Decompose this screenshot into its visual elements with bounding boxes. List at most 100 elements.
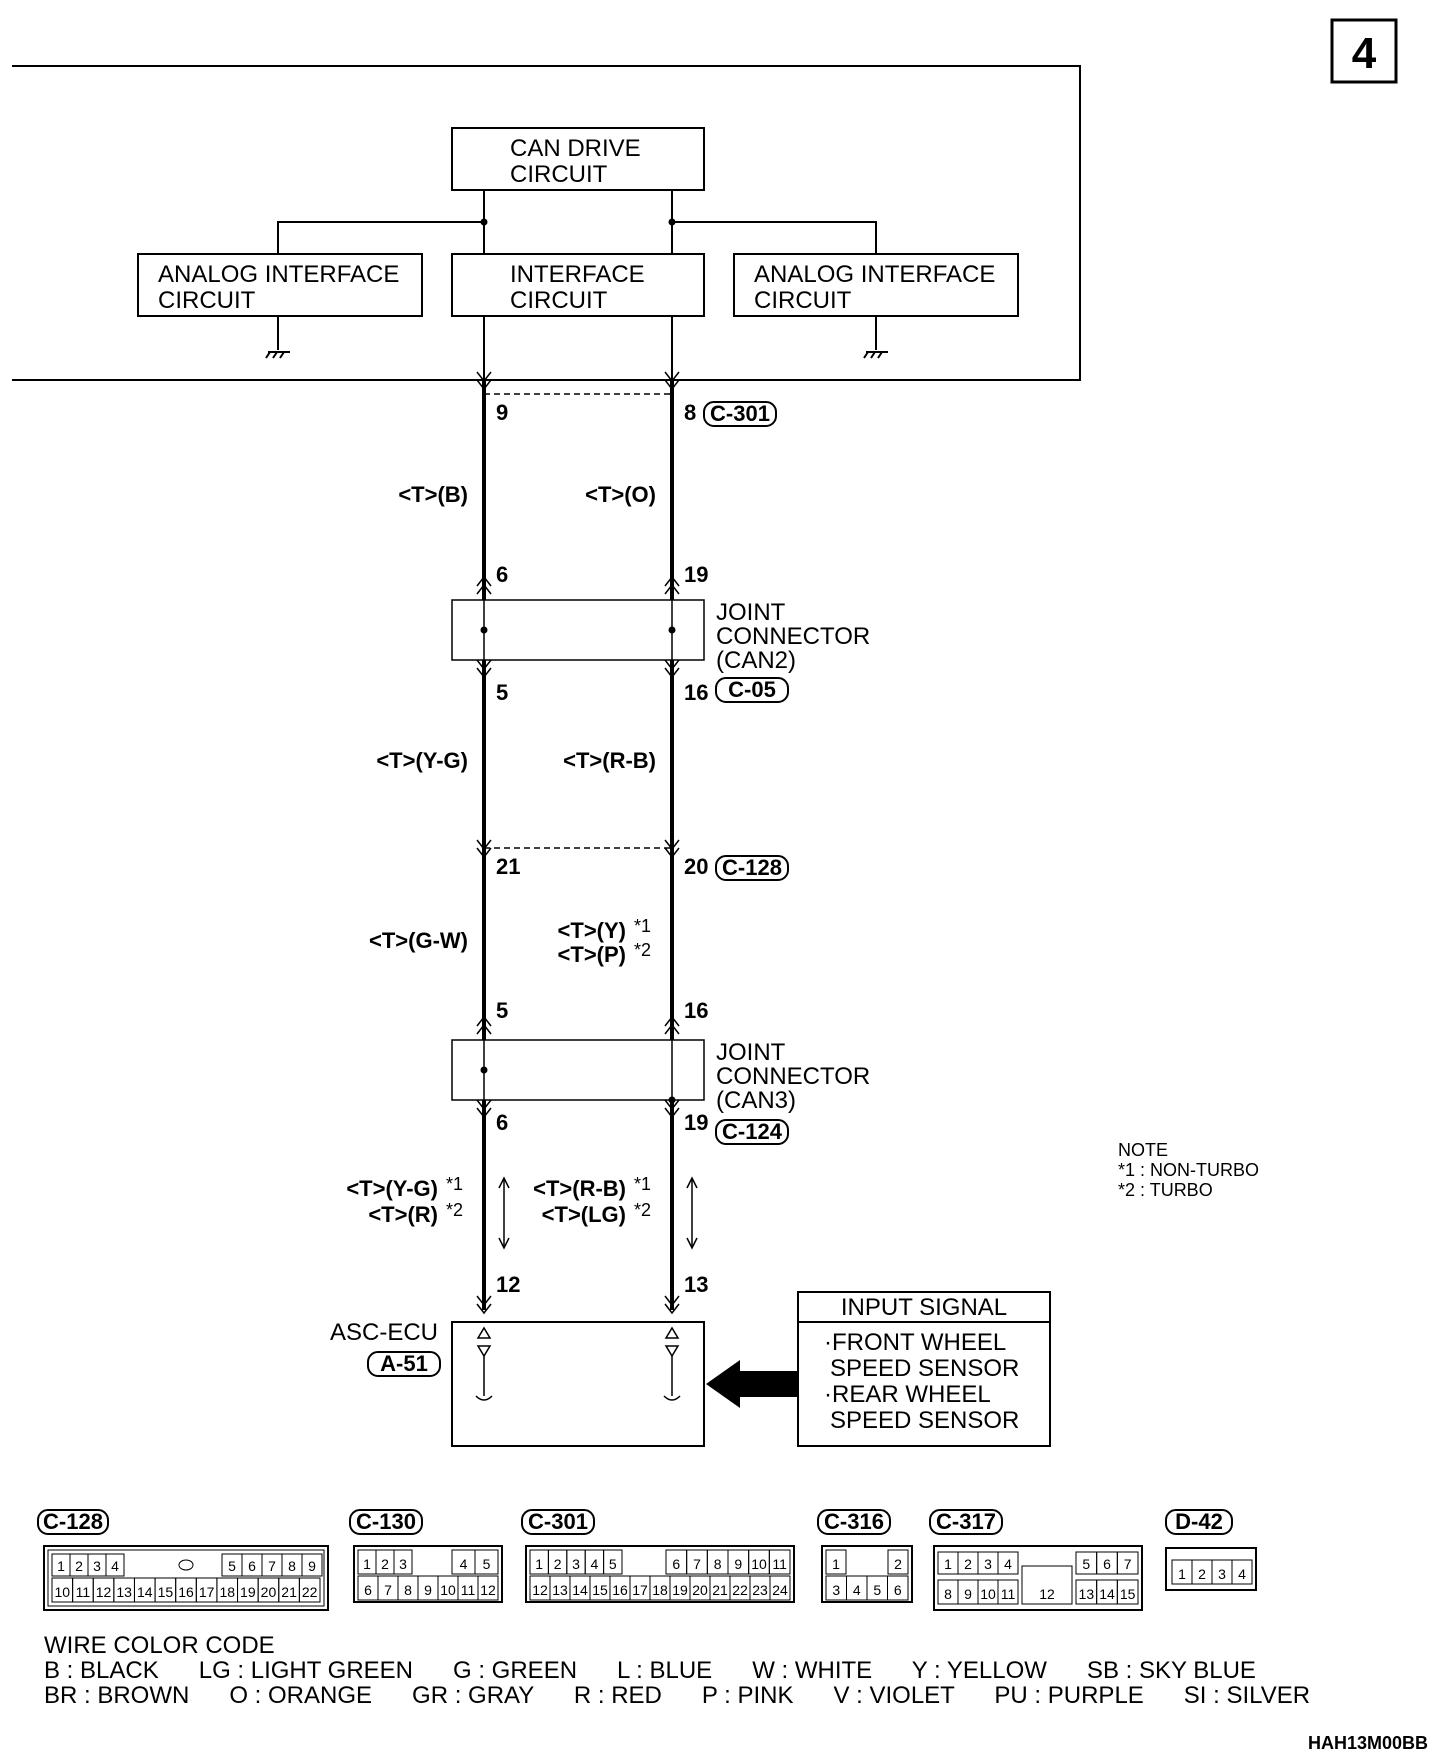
c128-pin-13: 13	[116, 1584, 132, 1600]
c316-pin-2: 2	[894, 1556, 902, 1572]
c301-pin-13: 13	[552, 1582, 568, 1598]
note-item-2: *2 : TURBO	[1118, 1180, 1213, 1200]
joint-can2-line1: JOINT	[716, 599, 786, 626]
d42-pin-1: 1	[1178, 1566, 1186, 1582]
ground-icon	[863, 316, 888, 359]
pin-right-5: 16	[684, 998, 708, 1023]
c317-pin-8: 8	[944, 1586, 952, 1602]
wire-color-left-3: <T>(G-W)	[369, 928, 468, 953]
pin-left-1: 9	[496, 400, 508, 425]
c317-pin-6: 6	[1103, 1556, 1111, 1572]
can-drive-line2: CIRCUIT	[510, 161, 608, 188]
pin-left-2: 6	[496, 562, 508, 587]
c128-pin-3: 3	[93, 1558, 101, 1574]
control-unit-frame	[12, 65, 1081, 381]
c128-pin-7: 7	[268, 1558, 276, 1574]
c301-pin-6: 6	[672, 1556, 680, 1572]
d42-pin-3: 3	[1218, 1566, 1226, 1582]
c128-pin-9: 9	[308, 1558, 316, 1574]
input-signal-line2: SPEED SENSOR	[830, 1355, 1019, 1382]
c130-pin-3: 3	[399, 1556, 407, 1572]
c128-pin-16: 16	[178, 1584, 194, 1600]
svg-text:C-301: C-301	[710, 401, 770, 426]
c130-pin-7: 7	[384, 1582, 392, 1598]
c317-pin-9: 9	[964, 1586, 972, 1602]
interface-line1: INTERFACE	[510, 261, 645, 288]
star-2-left: *2	[446, 1200, 463, 1220]
c128-key	[178, 1559, 194, 1571]
input-signal-line3: ·REAR WHEEL	[824, 1381, 991, 1408]
c130-pin-1: 1	[363, 1556, 371, 1572]
svg-text:C-301: C-301	[528, 1509, 588, 1534]
connector-badge-c05: C-05	[715, 677, 789, 703]
ground-icon	[265, 316, 290, 359]
pin-left-7: 12	[496, 1272, 520, 1297]
figure-code: HAH13M00BB	[1307, 1733, 1428, 1753]
input-signal-line1: ·FRONT WHEEL	[824, 1329, 1006, 1356]
star-2-right-a: *2	[634, 940, 651, 960]
c301-pin-17: 17	[632, 1582, 648, 1598]
wire-color-right-1: <T>(O)	[585, 482, 656, 507]
svg-text:C-05: C-05	[728, 677, 776, 702]
c301-pin-19: 19	[672, 1582, 688, 1598]
c317-pin-10: 10	[980, 1586, 996, 1602]
c301-pin-16: 16	[612, 1582, 628, 1598]
wire-color-left-2: <T>(Y-G)	[376, 748, 468, 773]
terminal-chevrons	[476, 371, 680, 1315]
pin-right-2: 19	[684, 562, 708, 587]
c130-pin-12: 12	[480, 1582, 496, 1598]
svg-text:C-130: C-130	[356, 1509, 416, 1534]
wire-color-code-title: WIRE COLOR CODE	[44, 1632, 275, 1659]
c128-pin-8: 8	[288, 1558, 296, 1574]
wire-color-right-5: <T>(R-B)	[533, 1176, 626, 1201]
c128-pin-1: 1	[57, 1558, 65, 1574]
can-drive-line1: CAN DRIVE	[510, 135, 641, 162]
analog-left-line1: ANALOG INTERFACE	[158, 261, 399, 288]
c316-pin-5: 5	[873, 1582, 881, 1598]
c317-pin-13: 13	[1079, 1586, 1095, 1602]
c317-pin-14: 14	[1099, 1586, 1115, 1602]
c130-pin-5: 5	[483, 1556, 491, 1572]
c317-pin-7: 7	[1124, 1556, 1132, 1572]
analog-interface-left-block	[137, 253, 423, 317]
c128-pin-10: 10	[55, 1584, 71, 1600]
c301-pin-22: 22	[732, 1582, 748, 1598]
connector-badge-c301: C-301	[703, 401, 777, 427]
star-1-right-b: *1	[634, 1174, 651, 1194]
svg-text:C-317: C-317	[936, 1509, 996, 1534]
c301-pin-10: 10	[751, 1556, 767, 1572]
c128-pin-5: 5	[228, 1558, 236, 1574]
c130-pin-11: 11	[461, 1582, 476, 1598]
c317-pin-12: 12	[1039, 1586, 1055, 1602]
connector-badge-a51: A-51	[367, 1351, 441, 1377]
svg-text:C-124: C-124	[722, 1119, 783, 1144]
c130-pin-9: 9	[424, 1582, 432, 1598]
joint-can3-line3: (CAN3)	[716, 1087, 796, 1114]
c317-pin-3: 3	[984, 1556, 992, 1572]
c316-pin-6: 6	[894, 1582, 902, 1598]
c301-pin-15: 15	[592, 1582, 608, 1598]
c301-pin-24: 24	[772, 1582, 788, 1598]
interface-circuit-block	[451, 253, 705, 317]
ecu-terminal-symbol	[475, 1326, 493, 1401]
svg-text:A-51: A-51	[380, 1351, 428, 1376]
pin-left-4: 21	[496, 854, 520, 879]
connector-badge-c128: C-128	[715, 855, 789, 881]
bidirectional-arrow-icon	[686, 1176, 698, 1250]
c301-pin-18: 18	[652, 1582, 668, 1598]
c128-pin-4: 4	[111, 1558, 119, 1574]
svg-text:C-128: C-128	[43, 1509, 103, 1534]
c301-pin-21: 21	[712, 1582, 728, 1598]
connector-badge-c124: C-124	[715, 1119, 789, 1145]
wire-color-code-row2: BR : BROWN O : ORANGE GR : GRAY R : RED …	[44, 1682, 1311, 1709]
c128-pin-15: 15	[158, 1584, 174, 1600]
c130-pin-4: 4	[460, 1556, 468, 1572]
pin-right-1: 8	[684, 400, 696, 425]
c301-pin-9: 9	[734, 1556, 742, 1572]
c128-pin-21: 21	[281, 1584, 297, 1600]
c130-pin-8: 8	[404, 1582, 412, 1598]
svg-text:D-42: D-42	[1175, 1509, 1223, 1534]
